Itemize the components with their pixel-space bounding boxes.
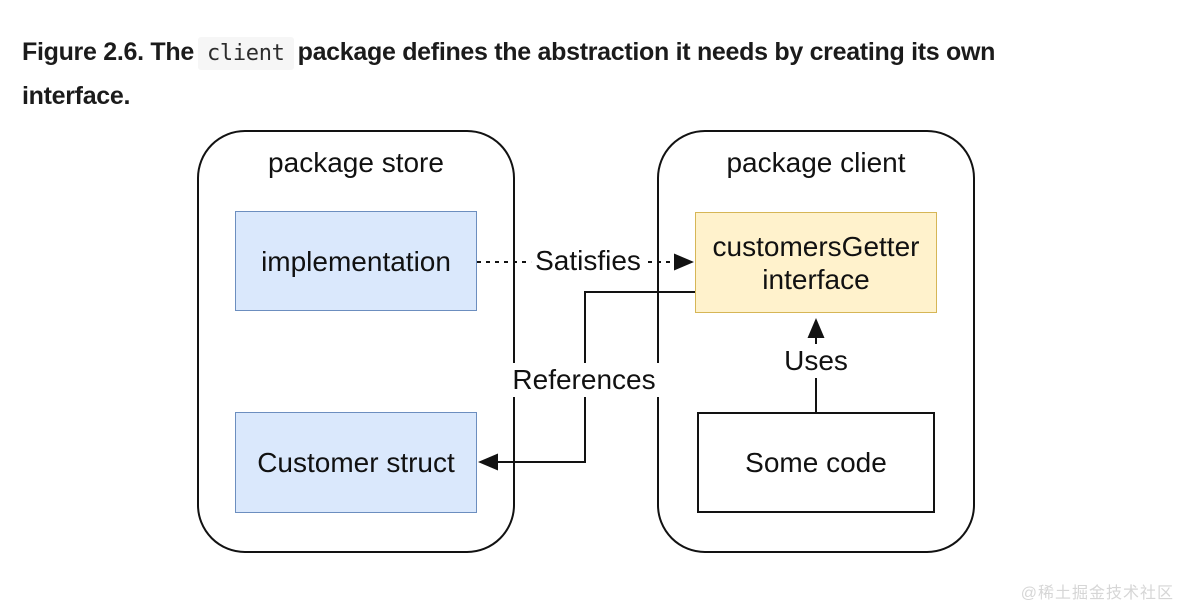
customer-struct-box: Customer struct (235, 412, 477, 513)
inline-code-client: client (197, 37, 294, 70)
some-code-box: Some code (697, 412, 935, 513)
caption-line-2: interface. (22, 82, 131, 110)
watermark: @稀土掘金技术社区 (1020, 585, 1174, 602)
package-store-title: package store (268, 147, 444, 178)
package-client-container: package client customersGetter interface… (657, 130, 975, 553)
implementation-box: implementation (235, 211, 477, 311)
package-store-container: package store implementation Customer st… (197, 130, 515, 553)
caption-suffix: package defines the abstraction it needs… (297, 38, 996, 66)
customers-getter-interface-box: customersGetter interface (695, 212, 937, 313)
edge-label-references: References (508, 363, 660, 397)
package-client-title: package client (726, 147, 906, 178)
caption-prefix: Figure 2.6. The (22, 38, 194, 66)
edge-label-uses: Uses (780, 344, 852, 378)
edge-label-satisfies: Satisfies (531, 244, 645, 278)
